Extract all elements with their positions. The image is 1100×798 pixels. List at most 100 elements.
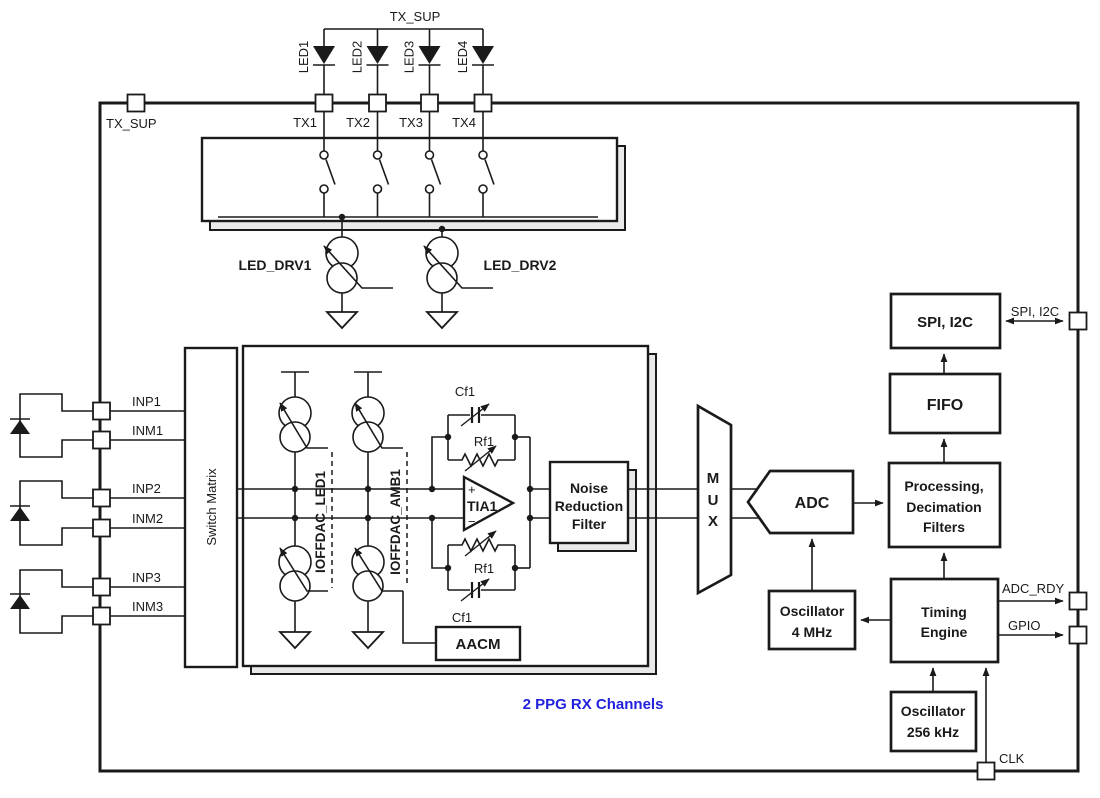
adc-label: ADC	[795, 495, 830, 512]
tx4-label: TX4	[452, 115, 476, 130]
nrf-label-3: Filter	[572, 516, 607, 532]
tx-sup-pin-label: TX_SUP	[106, 116, 157, 131]
spi-i2c-block-label: SPI, I2C	[917, 314, 973, 331]
photodiode-3	[10, 569, 93, 634]
nrf-box	[548, 460, 630, 545]
connection-arrows	[808, 317, 1064, 762]
mux-block: M U X	[696, 403, 733, 596]
pad-inp3	[92, 577, 111, 597]
oscillator-4mhz-block: Oscillator 4 MHz	[767, 589, 857, 651]
mux-label-u: U	[708, 492, 719, 509]
mux-shape	[696, 403, 733, 596]
ioffdac-led1-sources: IOFFDAC_LED1	[277, 371, 333, 650]
timing-label-2: Engine	[921, 624, 968, 640]
cf1-upper-label: Cf1	[455, 384, 475, 399]
pad-inm1	[92, 430, 111, 450]
timing-label-1: Timing	[921, 604, 967, 620]
led-diode-4: LED4	[455, 29, 494, 95]
inm3-label: INM3	[132, 599, 163, 614]
fifo-block: FIFO	[888, 372, 1002, 435]
io-pads: SPI, I2C ADC_RDY GPIO CLK	[976, 304, 1088, 781]
pad-tx2	[368, 93, 387, 113]
osc256-label-1: Oscillator	[901, 703, 966, 719]
rf1-upper-label: Rf1	[474, 434, 494, 449]
tia-minus-label: −	[468, 514, 476, 529]
tx-switch-1	[319, 111, 336, 217]
osc256-label-2: 256 kHz	[907, 724, 959, 740]
fifo-label: FIFO	[927, 397, 963, 414]
pad-tx1	[314, 93, 334, 113]
processing-block: Processing, Decimation Filters	[887, 461, 1002, 549]
tx-sup-net-label: TX_SUP	[390, 9, 441, 24]
rf1-resistor-icon	[448, 452, 515, 468]
inm2-label: INM2	[132, 511, 163, 526]
led-diode-1: LED1	[296, 29, 335, 95]
aacm-block: AACM	[402, 591, 522, 662]
pad-tx-sup	[126, 93, 146, 113]
photodiode-2	[10, 480, 93, 546]
tia-plus-label: +	[468, 482, 476, 497]
pad-tx4	[473, 93, 493, 113]
adc-rdy-pin-label: ADC_RDY	[1002, 581, 1064, 596]
led-drv2-current-source: LED_DRV2	[423, 225, 557, 330]
tx-led-network: TX_SUP LED1 LED2 LED3 L	[293, 9, 494, 130]
switch-matrix-block: Switch Matrix	[183, 346, 239, 669]
led-drv2-label: LED_DRV2	[484, 257, 557, 273]
tx1-label: TX1	[293, 115, 317, 130]
pad-clk	[976, 761, 996, 781]
ppg-rx-channels-note: 2 PPG RX Channels	[523, 696, 664, 713]
led-drv1-label: LED_DRV1	[239, 257, 312, 273]
tx2-label: TX2	[346, 115, 370, 130]
mux-label-m: M	[707, 470, 720, 487]
signal-lines	[237, 433, 550, 572]
aacm-label: AACM	[456, 636, 501, 653]
processing-label-2: Decimation	[906, 499, 981, 515]
tx3-label: TX3	[399, 115, 423, 130]
led3-label: LED3	[402, 41, 417, 74]
photodiode-inputs: INP1 INM1 INP2 INM2 INP3 INM3	[10, 393, 185, 634]
led-driver-switch-bank: LED_DRV1 LED_DRV2	[200, 111, 626, 330]
pad-gpio	[1068, 625, 1088, 645]
ioffdac-amb1-label: IOFFDAC_AMB1	[388, 469, 403, 575]
nrf-label-1: Noise	[570, 480, 608, 496]
tia-amplifier: + − TIA1	[462, 475, 516, 533]
osc4-label-2: 4 MHz	[792, 624, 832, 640]
switch-bank-box	[200, 136, 619, 223]
tia-name-label: TIA1	[467, 498, 498, 514]
oscillator-256khz-block: Oscillator 256 kHz	[889, 690, 978, 753]
ioffdac-led1-label: IOFFDAC_LED1	[313, 471, 328, 574]
cf1-capacitor-icon	[470, 407, 481, 423]
led4-label: LED4	[455, 41, 470, 74]
processing-label-1: Processing,	[904, 478, 983, 494]
ppg-rx-channel: IOFFDAC_LED1 IOFFDAC_AMB1 Cf1	[241, 344, 657, 675]
pad-spi-i2c	[1068, 311, 1088, 331]
noise-reduction-filter: Noise Reduction Filter	[548, 460, 637, 552]
cf1-lower-label: Cf1	[452, 610, 472, 625]
led-drv1-current-source: LED_DRV1	[239, 213, 393, 330]
rf1-lower-resistor-icon	[448, 537, 515, 553]
pad-tx3	[420, 93, 439, 113]
tx-switch-4	[478, 111, 495, 217]
pad-inp2	[92, 488, 111, 508]
inm1-label: INM1	[132, 423, 163, 438]
inp1-label: INP1	[132, 394, 161, 409]
nrf-label-2: Reduction	[555, 498, 623, 514]
spi-i2c-pin-label: SPI, I2C	[1011, 304, 1059, 319]
led-diode-3: LED3	[402, 29, 441, 95]
pad-adc-rdy	[1068, 591, 1088, 611]
tx-switch-3	[424, 111, 442, 217]
osc4-label-1: Oscillator	[780, 603, 845, 619]
pad-inp1	[92, 401, 111, 421]
inp3-label: INP3	[132, 570, 161, 585]
adc-shape	[746, 469, 855, 535]
tx-sup-pin: TX_SUP	[106, 93, 157, 131]
rf1-lower-label: Rf1	[474, 561, 494, 576]
inp2-label: INP2	[132, 481, 161, 496]
switch-matrix-label: Switch Matrix	[204, 468, 219, 546]
led-diode-2: LED2	[350, 29, 389, 95]
mux-label-x: X	[708, 513, 718, 530]
timing-engine-block: Timing Engine	[889, 577, 1000, 664]
adc-block: ADC	[746, 469, 855, 535]
